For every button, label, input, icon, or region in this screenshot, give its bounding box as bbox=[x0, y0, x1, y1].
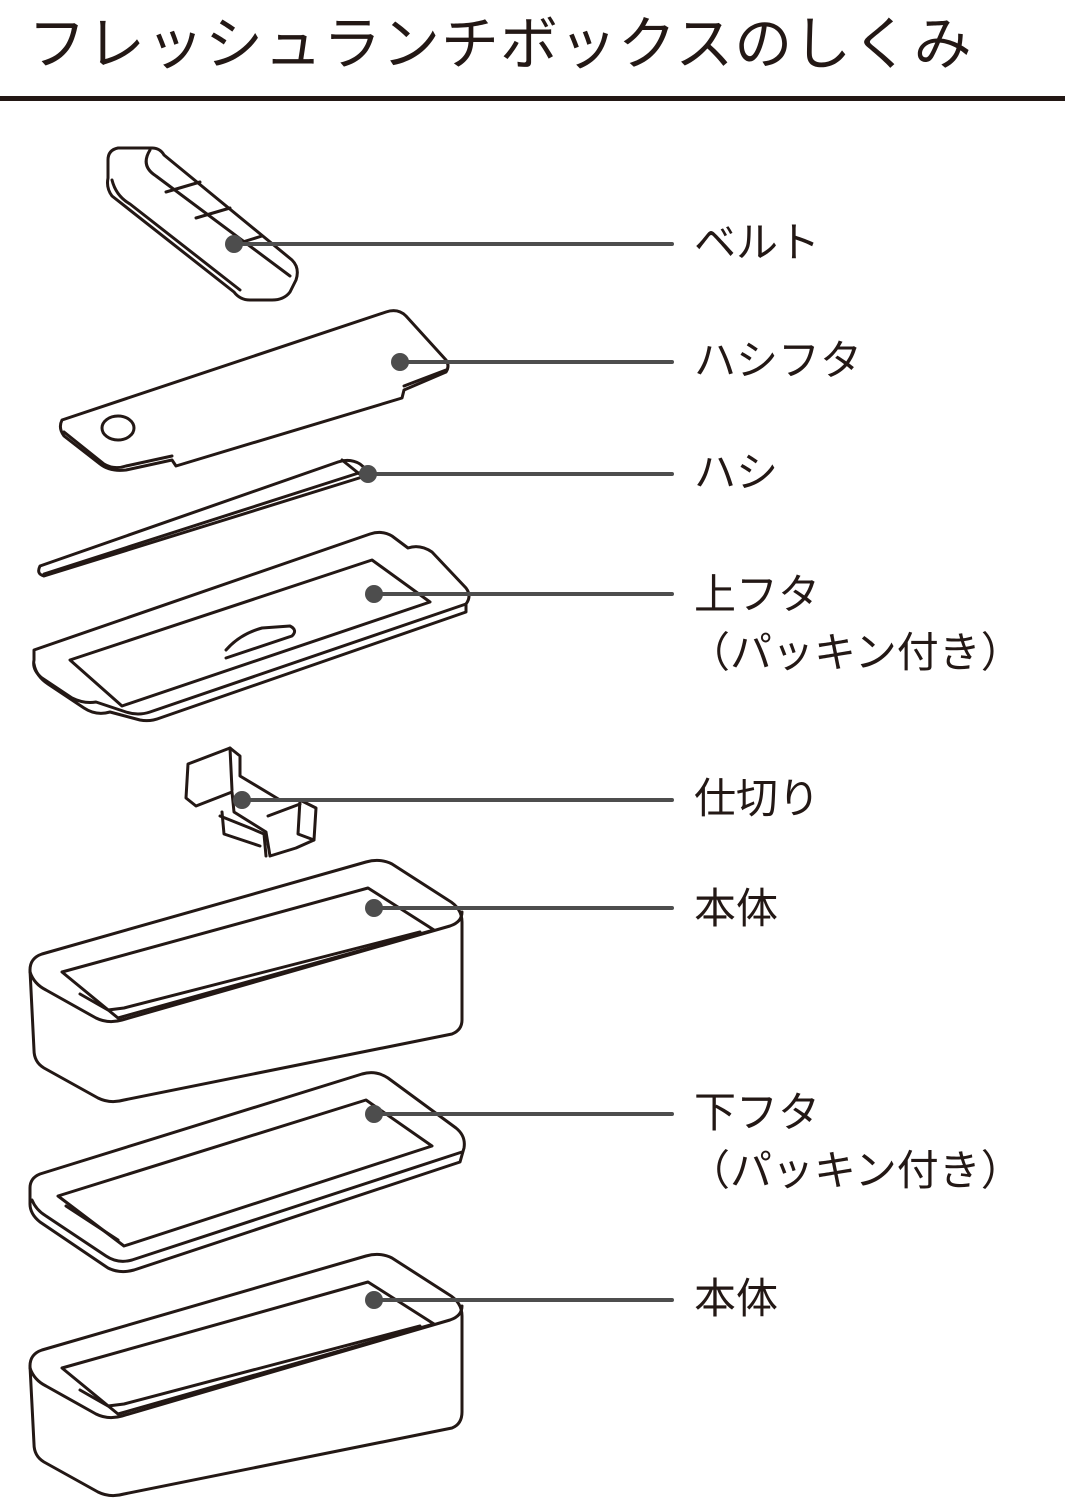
part-label-body-2: 本体 bbox=[694, 1270, 778, 1328]
part-label-body-1: 本体 bbox=[694, 880, 778, 938]
page-title: フレッシュランチボックスのしくみ bbox=[28, 10, 973, 78]
part-name: 上フタ bbox=[694, 570, 821, 619]
title-underline bbox=[0, 96, 1065, 101]
part-name: 下フタ bbox=[694, 1088, 821, 1137]
part-name: 本体 bbox=[694, 884, 779, 933]
part-name: 本体 bbox=[694, 1274, 779, 1323]
leader-dot-body-1 bbox=[365, 899, 383, 917]
belt-illustration bbox=[106, 146, 299, 302]
leader-dot-lower-lid bbox=[365, 1105, 383, 1123]
lower-lid-illustration bbox=[28, 1071, 466, 1274]
chopstick-lid-illustration bbox=[58, 309, 450, 472]
part-name: ハシ bbox=[694, 448, 779, 497]
upper-lid-illustration bbox=[32, 530, 471, 723]
leader-dots bbox=[225, 235, 409, 1309]
leader-dot-chopstick-lid bbox=[391, 353, 409, 371]
part-note: （パッキン付き） bbox=[688, 628, 1023, 677]
leader-dot-chopsticks bbox=[359, 465, 377, 483]
part-label-upper-lid: 上フタ （パッキン付き） bbox=[688, 566, 1023, 682]
part-name: ハシフタ bbox=[694, 336, 863, 385]
leader-dot-belt bbox=[225, 235, 243, 253]
part-label-belt: ベルト bbox=[694, 214, 820, 272]
body-container-illustration-2 bbox=[28, 1252, 464, 1498]
leader-lines bbox=[232, 242, 674, 1302]
part-note: （パッキン付き） bbox=[688, 1146, 1023, 1195]
part-label-divider: 仕切り bbox=[694, 770, 820, 828]
leader-dot-divider bbox=[233, 791, 251, 809]
leader-dot-upper-lid bbox=[365, 585, 383, 603]
part-label-chopsticks: ハシ bbox=[694, 444, 778, 502]
leader-dot-body-2 bbox=[365, 1291, 383, 1309]
part-name: ベルト bbox=[694, 218, 821, 267]
part-name: 仕切り bbox=[694, 774, 821, 823]
part-label-chopstick-lid: ハシフタ bbox=[694, 332, 862, 390]
part-label-lower-lid: 下フタ （パッキン付き） bbox=[688, 1084, 1023, 1200]
body-container-illustration bbox=[28, 858, 464, 1104]
